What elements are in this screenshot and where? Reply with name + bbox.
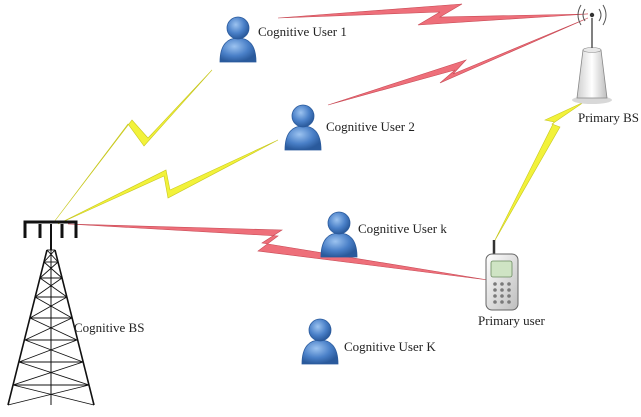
cognitive-link-bs-cu1	[53, 69, 213, 223]
cognitive-link-bs-cu2	[57, 139, 279, 225]
cognitive-user-1-icon	[219, 16, 257, 63]
cognitive-user-K-label: Cognitive User K	[344, 339, 436, 354]
cognitive-bs-label: Cognitive BS	[74, 320, 145, 335]
interference-link-cu2-primary-bs	[327, 17, 589, 106]
cognitive-user-2-label: Cognitive User 2	[326, 119, 415, 134]
cognitive-user-K-icon	[301, 318, 339, 365]
cognitive-user-k-label: Cognitive User k	[358, 221, 447, 236]
cognitive-user-1-label: Cognitive User 1	[258, 24, 347, 39]
primary-bs-icon	[572, 4, 612, 104]
interference-link-cu1-primary-bs	[277, 3, 589, 26]
cognitive-user-2-icon	[284, 104, 322, 151]
primary-link-bs-user	[493, 101, 585, 243]
primary-bs-label: Primary BS	[578, 110, 640, 125]
primary-user-label: Primary user	[478, 313, 545, 328]
cognitive-bs-tower-icon	[7, 220, 95, 406]
primary-user-phone-icon	[485, 240, 519, 311]
cognitive-user-k-icon	[320, 211, 358, 258]
